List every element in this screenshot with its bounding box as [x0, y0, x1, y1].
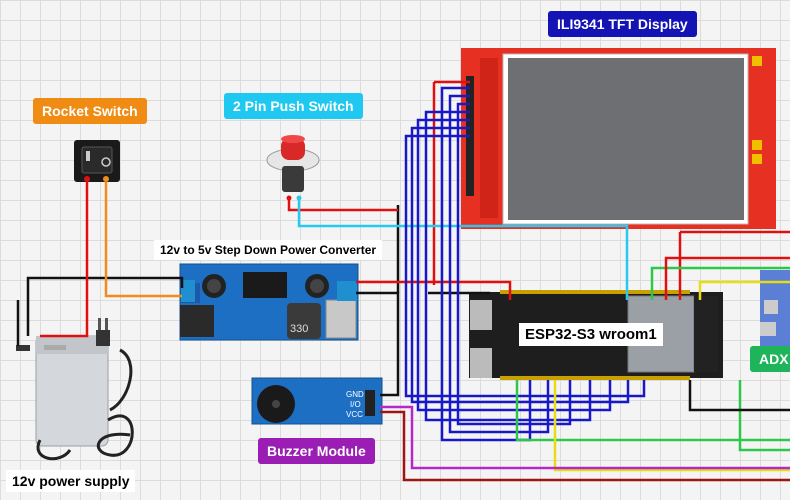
inductor-text: 330 [290, 323, 308, 335]
buzzer-pin-gnd: GND [346, 390, 364, 399]
step-down-converter[interactable] [179, 263, 359, 341]
esp32-board[interactable] [469, 290, 723, 380]
power-supply-adapter[interactable] [16, 318, 134, 461]
push-switch[interactable] [266, 135, 320, 201]
buzzer-pin-vcc: VCC [346, 410, 363, 419]
buzzer-pin-io: I/O [350, 400, 361, 409]
tft-display[interactable] [461, 48, 776, 229]
buzzer-module[interactable] [251, 377, 383, 425]
buzzer-label: Buzzer Module [258, 438, 375, 464]
esp32-label: ESP32-S3 wroom1 [519, 323, 663, 346]
rocket-switch[interactable] [74, 140, 120, 182]
converter-label: 12v to 5v Step Down Power Converter [154, 240, 383, 260]
wires [16, 80, 790, 482]
rocket-switch-label: Rocket Switch [33, 98, 147, 124]
tft-display-label: ILI9341 TFT Display [548, 11, 697, 37]
adxl-label: ADX [750, 346, 790, 372]
power-supply-label: 12v power supply [6, 470, 136, 492]
push-switch-label: 2 Pin Push Switch [224, 93, 363, 119]
